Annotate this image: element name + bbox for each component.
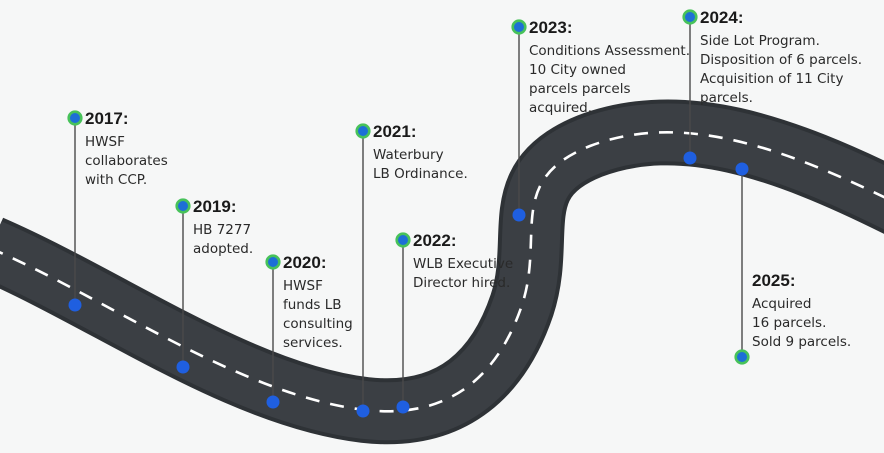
milestone-year: 2023: [529,18,572,37]
milestone-year: 2019: [193,197,236,216]
road-stop-dot [512,208,526,222]
milestone-desc-line: Acquisition of 11 City [700,71,843,87]
milestone-year: 2020: [283,253,326,272]
milestone-desc-line: parcels parcels [529,81,631,97]
road-stop-dot [735,162,749,176]
milestone-2023: 2023: Conditions Assessment. 10 City owned… [511,18,690,222]
milestone-desc-line: Director hired. [413,275,510,291]
milestone-desc-line: Disposition of 6 parcels. [700,52,862,68]
milestone-year: 2021: [373,122,416,141]
milestone-desc-line: 16 parcels. [752,315,826,331]
milestone-desc-line: acquired. [529,100,592,116]
milestone-marker [175,198,191,214]
milestone-desc-line: funds LB [283,297,342,313]
road-stop-dot [683,151,697,165]
milestone-desc-line: Side Lot Program. [700,33,820,49]
milestone-year: 2017: [85,109,128,128]
milestone-2021: 2021: Waterbury LB Ordinance. [355,122,468,418]
milestone-marker [511,19,527,35]
milestone-year: 2025: [752,271,795,290]
milestone-marker [395,232,411,248]
milestone-desc-line: 10 City owned [529,62,626,78]
milestone-desc-line: Conditions Assessment. [529,43,690,59]
milestone-desc-line: parcels. [700,90,753,106]
milestone-desc-line: consulting [283,316,353,332]
milestone-year: 2022: [413,231,456,250]
milestones: 2017: HWSF collaborates with CCP. 2019: HB 72… [67,8,862,418]
milestone-desc-line: collaborates [85,153,168,169]
milestone-desc-line: with CCP. [85,172,147,188]
milestone-marker [355,123,371,139]
milestone-desc-line: LB Ordinance. [373,166,468,182]
road-stop-dot [176,360,190,374]
road-stop-dot [396,400,410,414]
milestone-desc-line: Sold 9 parcels. [752,334,851,350]
milestone-2020: 2020: HWSF funds LB consulting services. [265,253,353,409]
road-stop-dot [356,404,370,418]
milestone-desc-line: HWSF [283,278,323,294]
milestone-2024: 2024: Side Lot Program. Disposition of 6 p… [682,8,862,165]
road-stop-dot [266,395,280,409]
milestone-2019: 2019: HB 7277 adopted. [175,197,253,374]
milestone-2025: 2025: Acquired 16 parcels. Sold 9 parcels. [734,162,851,365]
road [0,99,884,445]
milestone-desc-line: adopted. [193,241,253,257]
milestone-marker [67,110,83,126]
milestone-2017: 2017: HWSF collaborates with CCP. [67,109,168,312]
milestone-desc-line: HWSF [85,134,125,150]
milestone-year: 2024: [700,8,743,27]
milestone-desc-line: services. [283,335,343,351]
milestone-desc-line: Acquired [752,296,811,312]
milestone-marker [734,349,750,365]
milestone-desc-line: Waterbury [373,147,444,163]
milestone-desc-line: WLB Executive [413,256,513,272]
milestone-marker [265,254,281,270]
road-center-dashes [0,131,884,413]
road-stop-dot [68,298,82,312]
milestone-marker [682,9,698,25]
milestone-desc-line: HB 7277 [193,222,251,238]
